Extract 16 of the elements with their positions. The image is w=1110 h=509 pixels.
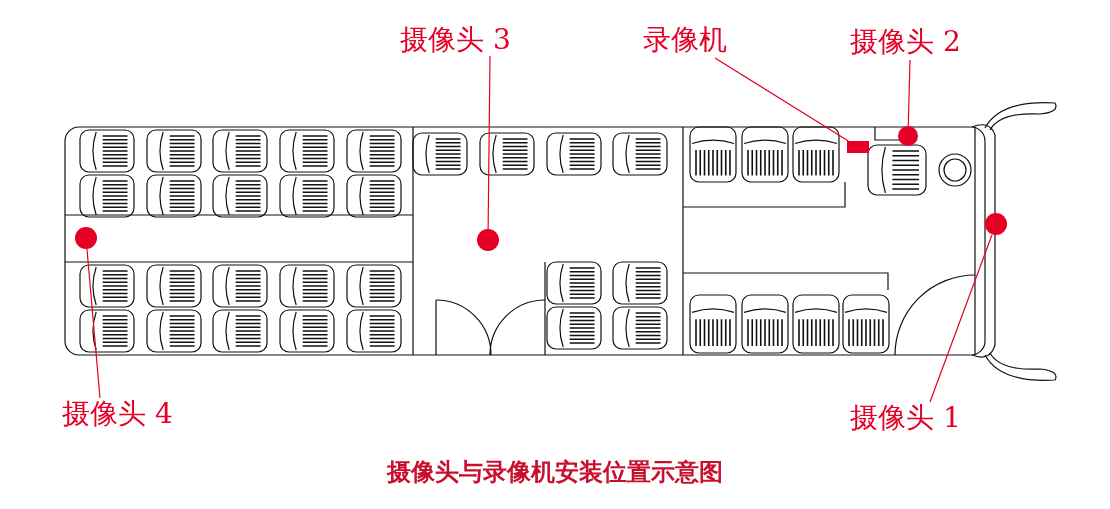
camera-marker [985, 213, 1007, 235]
camera-label: 摄像头 3 [400, 24, 511, 56]
caption: 摄像头与录像机安装位置示意图 [385, 456, 724, 488]
leader-line [929, 234, 993, 403]
leader-line [86, 248, 101, 399]
camera-label: 录像机 [643, 24, 727, 56]
recorder-marker [847, 141, 869, 153]
camera-marker [898, 126, 918, 146]
camera-marker [477, 229, 499, 251]
camera-label: 摄像头 2 [850, 26, 961, 58]
leader-line [714, 57, 849, 142]
camera-marker [75, 227, 97, 249]
leader-line [487, 55, 491, 230]
camera-label: 摄像头 1 [850, 402, 961, 434]
leader-line [907, 59, 911, 127]
camera-label: 摄像头 4 [62, 398, 173, 430]
